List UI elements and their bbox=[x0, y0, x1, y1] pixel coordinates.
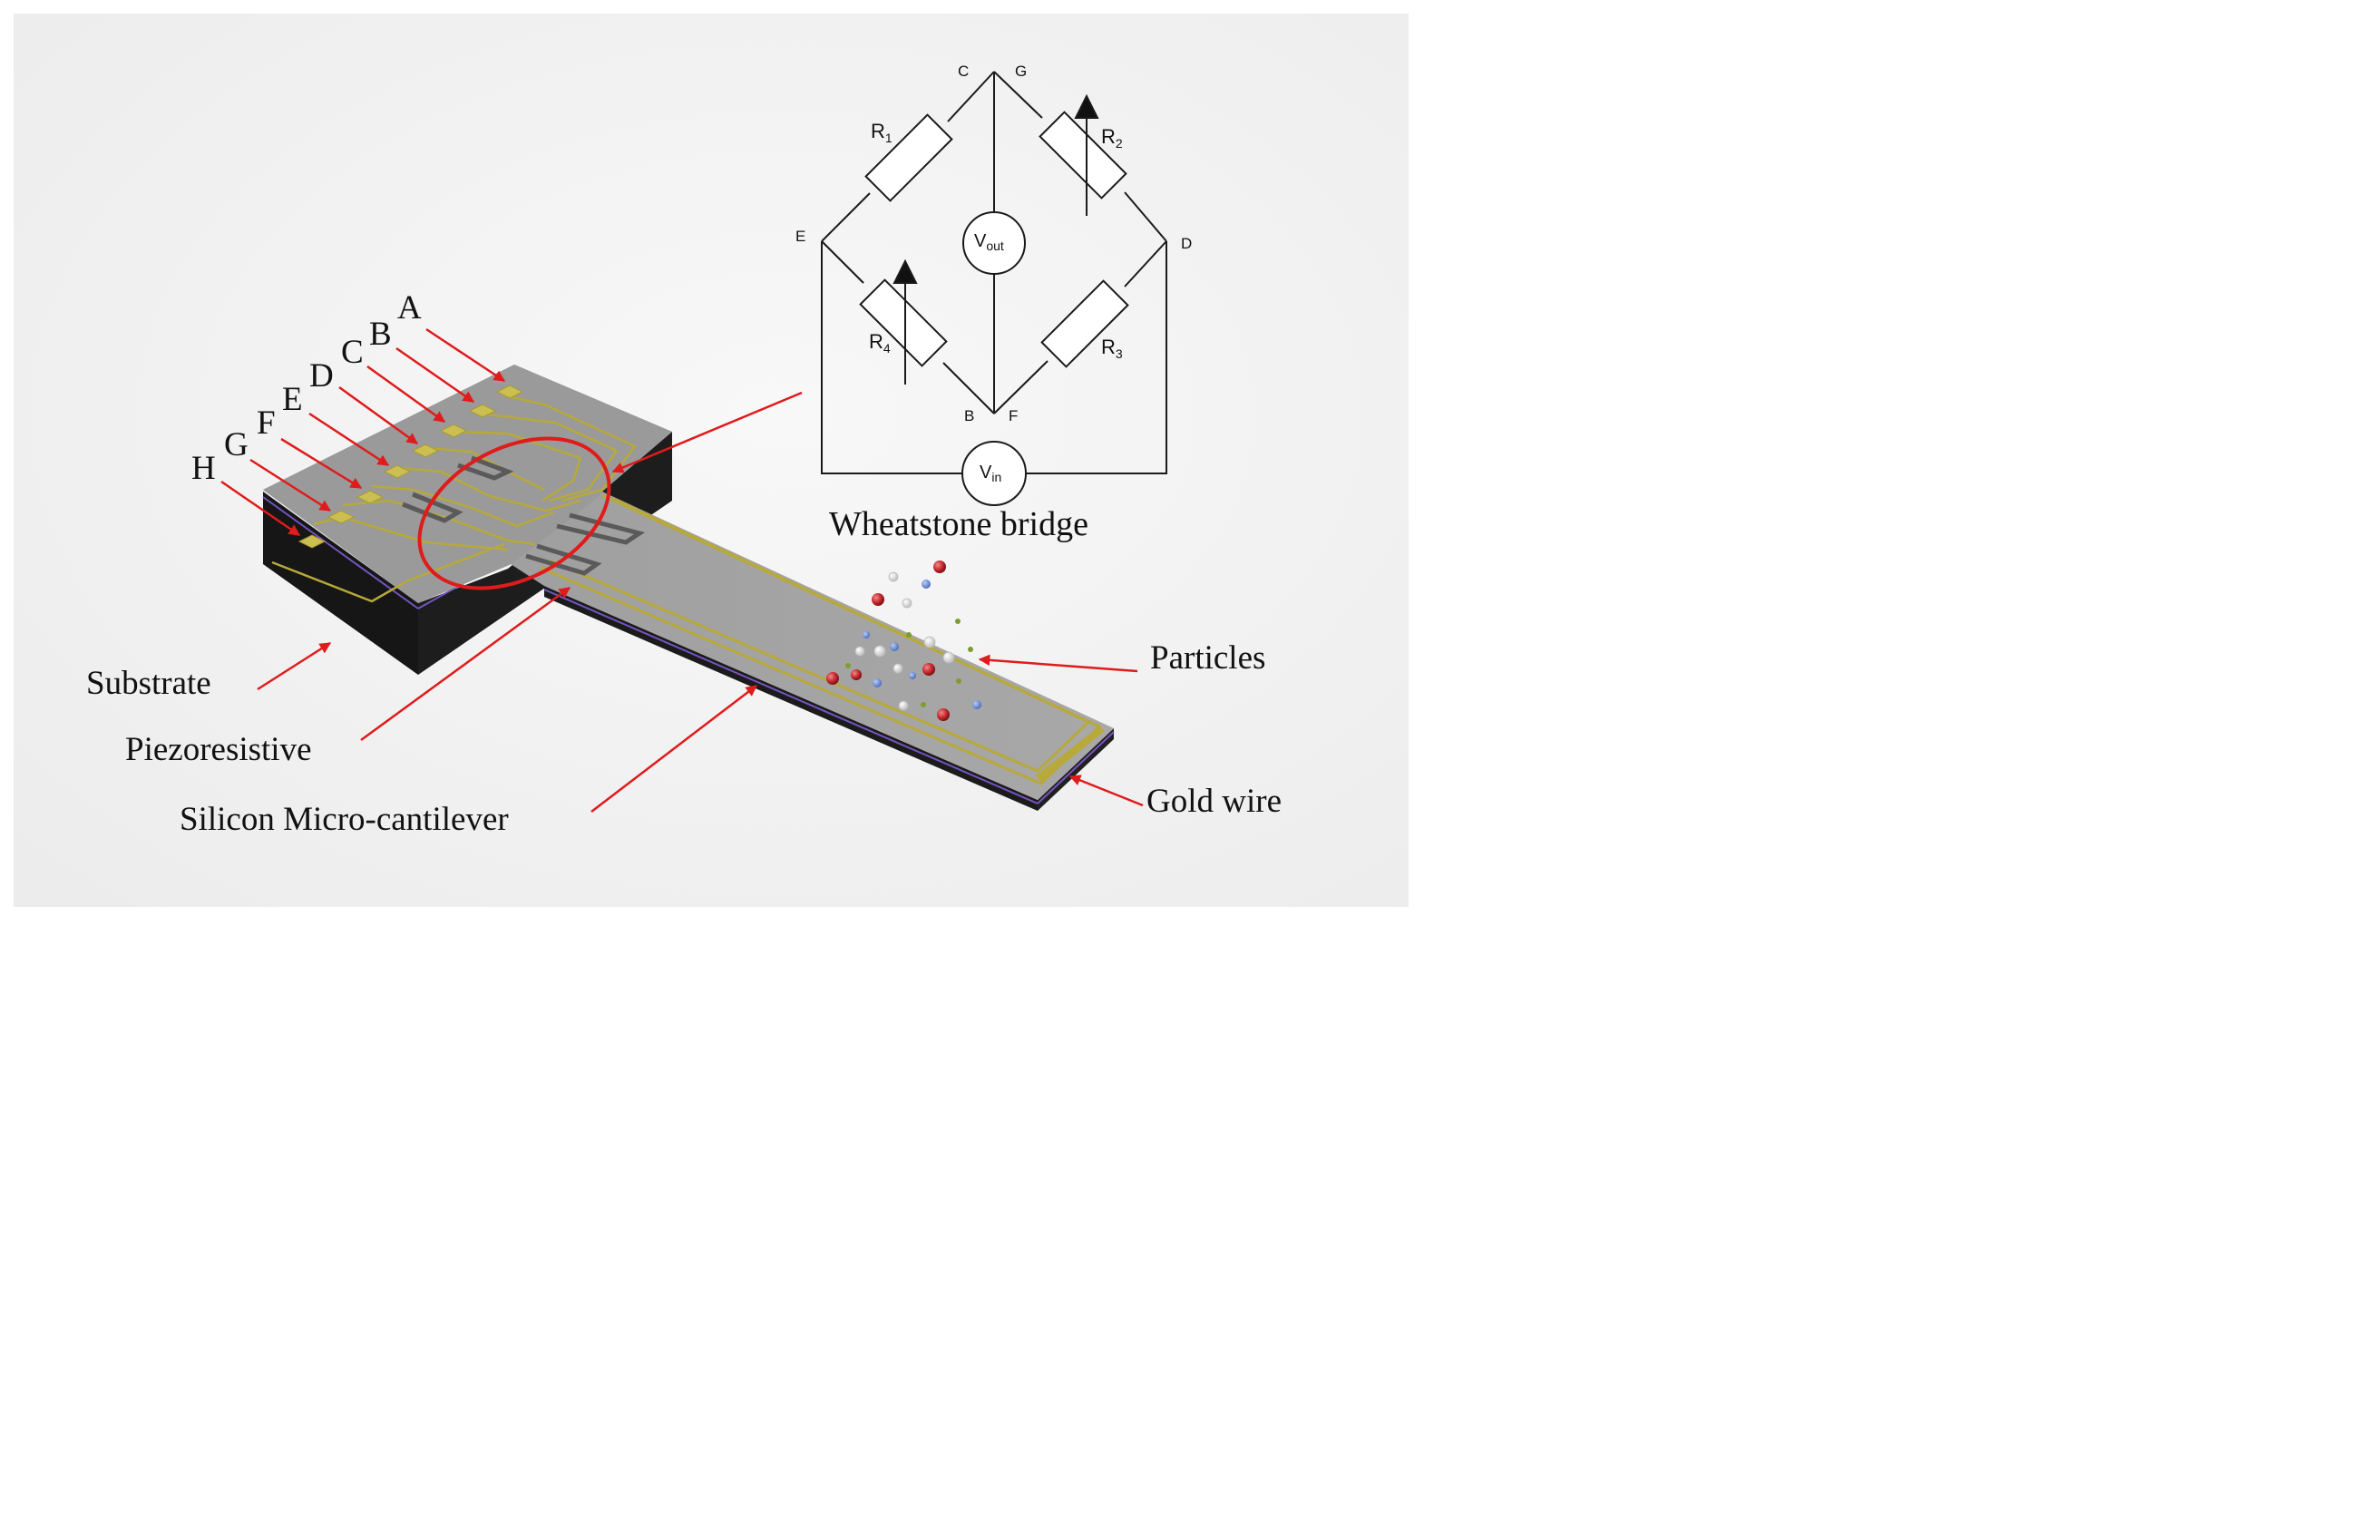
bond-pads bbox=[298, 385, 524, 549]
particle-blue bbox=[972, 700, 981, 709]
arrow-g bbox=[249, 458, 332, 512]
resistor-r3 bbox=[1040, 279, 1129, 368]
pad-label-g: G bbox=[224, 426, 249, 463]
arrow-f bbox=[280, 437, 363, 490]
particle-green bbox=[845, 663, 851, 668]
pad-label-c: C bbox=[341, 334, 364, 371]
node-e: E bbox=[795, 228, 805, 245]
resistor-r2 bbox=[1039, 111, 1127, 200]
particles bbox=[826, 560, 981, 721]
pad-d bbox=[411, 443, 440, 458]
arrow-piezoresistive bbox=[360, 586, 571, 742]
label-particles: Particles bbox=[1150, 639, 1265, 677]
particle-green bbox=[906, 632, 912, 638]
particle-clear bbox=[898, 700, 909, 711]
arrow-gold-wire bbox=[1068, 775, 1144, 807]
pad-label-d: D bbox=[309, 357, 334, 395]
resistor-r1 bbox=[864, 113, 953, 202]
particle-clear bbox=[892, 663, 903, 674]
particle-clear bbox=[923, 636, 936, 648]
label-r4: R4 bbox=[869, 330, 891, 356]
arrow-cantilever bbox=[590, 685, 757, 813]
particle-blue bbox=[863, 631, 870, 638]
pad-g bbox=[327, 510, 356, 524]
pad-label-e: E bbox=[282, 381, 303, 418]
particle-green bbox=[921, 702, 926, 707]
pad-label-f: F bbox=[257, 404, 276, 442]
particle-green bbox=[956, 678, 961, 684]
particle-red bbox=[826, 672, 839, 685]
figure-background bbox=[14, 14, 1409, 907]
particle-red bbox=[872, 593, 884, 606]
pad-a bbox=[495, 385, 524, 399]
pad-label-h: H bbox=[191, 450, 216, 487]
particle-blue bbox=[873, 678, 882, 687]
particle-blue bbox=[909, 672, 916, 679]
meter-vin bbox=[961, 441, 1027, 506]
label-substrate: Substrate bbox=[86, 665, 211, 702]
node-labels: C G E D B F bbox=[795, 63, 1192, 424]
gold-traces bbox=[271, 394, 637, 603]
pad-labels: A B C D E F G H bbox=[191, 289, 422, 487]
label-r3: R3 bbox=[1101, 336, 1123, 361]
variable-resistor-arrows bbox=[892, 93, 1099, 385]
arrow-substrate bbox=[257, 641, 332, 691]
cantilever-sensor-figure: A B C D E F G H Substrate Piezoresistive… bbox=[14, 14, 1409, 907]
node-f: F bbox=[1009, 407, 1018, 424]
meter-vout bbox=[962, 211, 1026, 275]
particle-clear bbox=[873, 645, 886, 658]
pad-h bbox=[298, 534, 327, 549]
node-d: D bbox=[1181, 235, 1192, 252]
particle-red bbox=[937, 708, 950, 721]
resistor-labels: R1 R2 R4 R3 bbox=[869, 120, 1123, 361]
particle-red bbox=[922, 663, 935, 676]
pad-b bbox=[468, 404, 497, 418]
particle-red bbox=[933, 560, 946, 573]
callout-arrows bbox=[220, 327, 1144, 813]
label-vout: Vout bbox=[974, 231, 1004, 253]
label-piezoresistive: Piezoresistive bbox=[125, 731, 312, 768]
particle-blue bbox=[890, 642, 899, 651]
substrate-front-face bbox=[263, 492, 418, 675]
pad-f bbox=[356, 490, 385, 504]
label-gold-wire: Gold wire bbox=[1146, 783, 1282, 820]
pad-label-b: B bbox=[369, 316, 392, 353]
arrow-particles bbox=[978, 654, 1138, 673]
particle-clear bbox=[854, 646, 865, 657]
particle-clear bbox=[902, 598, 912, 609]
particle-clear bbox=[942, 651, 955, 664]
node-c: C bbox=[958, 63, 969, 80]
label-r2: R2 bbox=[1101, 125, 1123, 151]
arrow-a bbox=[425, 327, 506, 383]
arrow-b bbox=[395, 346, 475, 404]
resistor-r4 bbox=[859, 278, 948, 367]
label-cantilever: Silicon Micro-cantilever bbox=[180, 801, 509, 838]
bridge-wires bbox=[821, 71, 1167, 474]
wheatstone-bridge-circuit: C G E D B F R1 R2 R4 R3 Vout Vin Wheatst… bbox=[795, 63, 1192, 543]
arrow-h bbox=[220, 480, 301, 537]
arrow-c bbox=[366, 365, 446, 424]
arrow-d bbox=[338, 385, 419, 445]
particle-green bbox=[955, 619, 961, 624]
arrow-bridge bbox=[611, 391, 803, 473]
particle-green bbox=[968, 647, 973, 652]
node-b: B bbox=[964, 407, 974, 424]
arrow-e bbox=[308, 412, 390, 467]
particle-blue bbox=[922, 580, 931, 589]
callout-labels: Substrate Piezoresistive Silicon Micro-c… bbox=[86, 639, 1282, 838]
particle-red bbox=[851, 669, 862, 680]
label-vin: Vin bbox=[980, 463, 1001, 484]
circuit-title: Wheatstone bridge bbox=[829, 505, 1088, 543]
pad-e bbox=[383, 464, 412, 479]
pad-c bbox=[439, 424, 468, 438]
node-g: G bbox=[1015, 63, 1027, 80]
label-r1: R1 bbox=[871, 120, 892, 145]
cantilever-device bbox=[262, 365, 1115, 811]
particle-clear bbox=[888, 571, 899, 582]
bridge-highlight-ellipse bbox=[417, 436, 611, 590]
pad-label-a: A bbox=[397, 289, 422, 327]
